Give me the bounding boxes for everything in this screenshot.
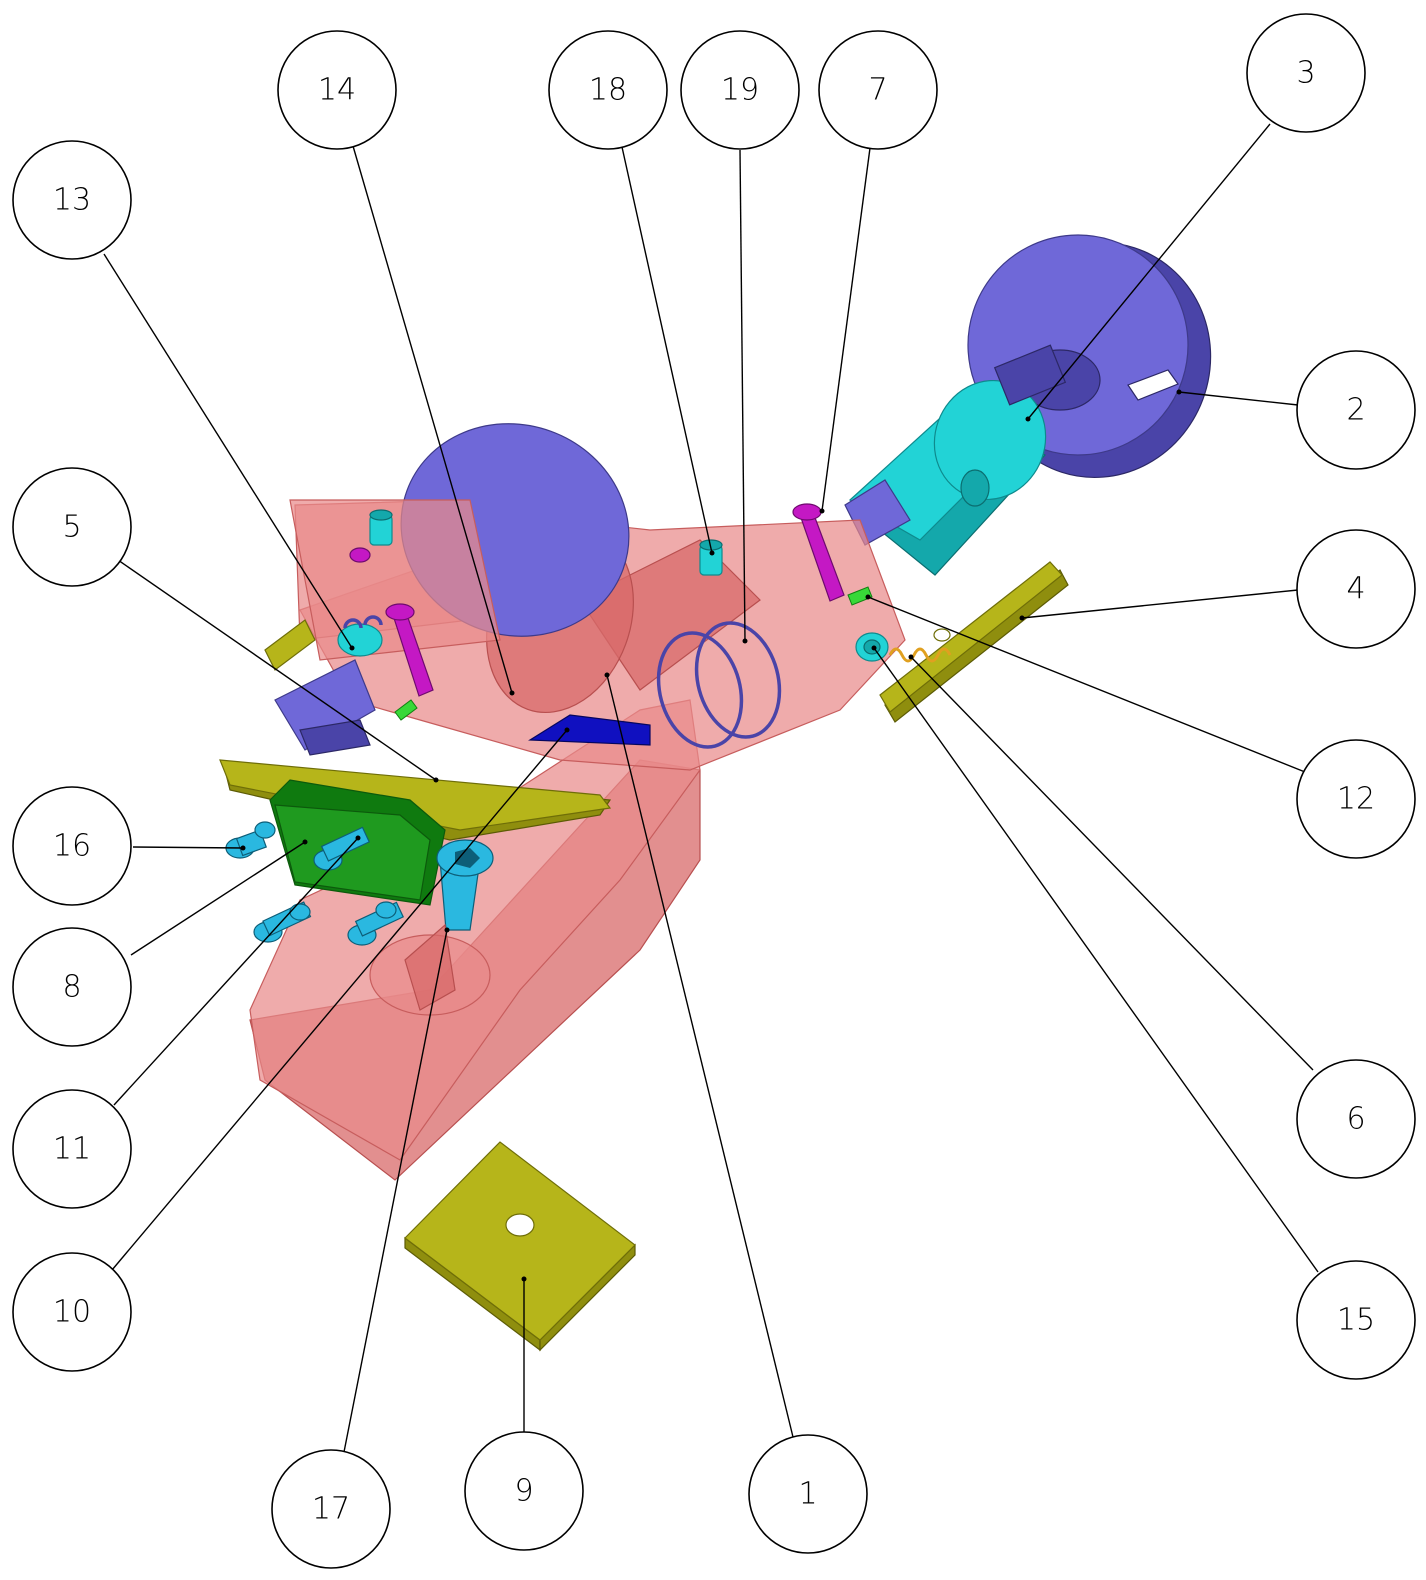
balloon-19-label: 19 <box>721 73 759 108</box>
balloon-18: 18 <box>548 30 668 150</box>
part-18-sleeve <box>369 509 723 576</box>
balloon-12: 12 <box>1296 739 1416 859</box>
part-16-screws <box>225 821 371 871</box>
balloon-10: 10 <box>12 1252 132 1372</box>
leader-19 <box>739 149 746 642</box>
balloon-17-label: 17 <box>312 1492 350 1527</box>
balloon-4-label: 4 <box>1346 572 1365 607</box>
leader-11 <box>113 837 359 1106</box>
part-17-cap-screw <box>404 839 494 1011</box>
leader-15 <box>873 647 1319 1273</box>
leader-6 <box>910 656 1314 1071</box>
leader-7 <box>821 147 871 512</box>
leader-17 <box>343 929 448 1453</box>
leader-lines <box>103 123 1319 1453</box>
balloon-17: 17 <box>271 1449 391 1569</box>
leader-12 <box>867 596 1306 773</box>
part-12-clip <box>394 586 873 721</box>
leader-13 <box>103 253 353 649</box>
balloon-6: 6 <box>1296 1059 1416 1179</box>
part-2-disc-left <box>274 423 630 756</box>
balloon-2: 2 <box>1296 350 1416 470</box>
balloon-8-label: 8 <box>62 970 81 1005</box>
balloon-7-label: 7 <box>868 73 887 108</box>
balloon-16: 16 <box>12 786 132 906</box>
part-7-pins <box>349 503 845 697</box>
balloon-11-label: 11 <box>53 1132 91 1167</box>
balloon-16-label: 16 <box>53 829 91 864</box>
balloon-19: 19 <box>680 30 800 150</box>
balloon-5-label: 5 <box>62 510 81 545</box>
part-11-screws <box>253 901 312 943</box>
part-19-rings <box>656 621 782 749</box>
leader-3 <box>1027 123 1271 420</box>
balloon-1-label: 1 <box>798 1477 817 1512</box>
part-3-shaft <box>844 344 1067 576</box>
leader-1 <box>606 674 794 1438</box>
balloon-14-label: 14 <box>318 73 356 108</box>
balloon-18-label: 18 <box>589 73 627 108</box>
part-13-flange <box>337 615 383 657</box>
balloon-13: 13 <box>12 140 132 260</box>
part-10-screws <box>347 901 405 946</box>
leader-18 <box>621 146 713 554</box>
leader-8 <box>130 841 306 956</box>
leader-14 <box>352 145 513 694</box>
balloon-3-label: 3 <box>1296 56 1315 91</box>
balloon-7: 7 <box>818 30 938 150</box>
balloon-8: 8 <box>12 927 132 1047</box>
part-4-bar <box>264 561 1069 723</box>
balloon-14: 14 <box>277 30 397 150</box>
balloon-1: 1 <box>748 1434 868 1554</box>
balloon-12-label: 12 <box>1337 782 1375 817</box>
parts-layer <box>219 234 1212 1352</box>
leader-2 <box>1178 391 1299 406</box>
leader-10 <box>111 729 568 1271</box>
balloon-4: 4 <box>1296 529 1416 649</box>
part-9-block <box>404 1141 636 1352</box>
balloon-15-label: 15 <box>1337 1303 1375 1338</box>
balloon-5: 5 <box>12 467 132 587</box>
balloon-2-label: 2 <box>1346 393 1365 428</box>
balloon-13-label: 13 <box>53 183 91 218</box>
leader-16 <box>132 846 244 849</box>
part-6-spring <box>888 647 952 663</box>
balloon-9: 9 <box>464 1431 584 1551</box>
balloon-15: 15 <box>1296 1260 1416 1380</box>
balloon-10-label: 10 <box>53 1295 91 1330</box>
balloon-6-label: 6 <box>1346 1102 1365 1137</box>
leader-5 <box>117 559 437 781</box>
balloon-3: 3 <box>1246 13 1366 133</box>
leader-4 <box>1021 589 1299 619</box>
balloon-9-label: 9 <box>514 1474 533 1509</box>
balloons-layer: 14 18 19 7 3 13 2 5 4 12 16 8 11 6 10 15… <box>12 13 1416 1569</box>
balloon-11: 11 <box>12 1089 132 1209</box>
